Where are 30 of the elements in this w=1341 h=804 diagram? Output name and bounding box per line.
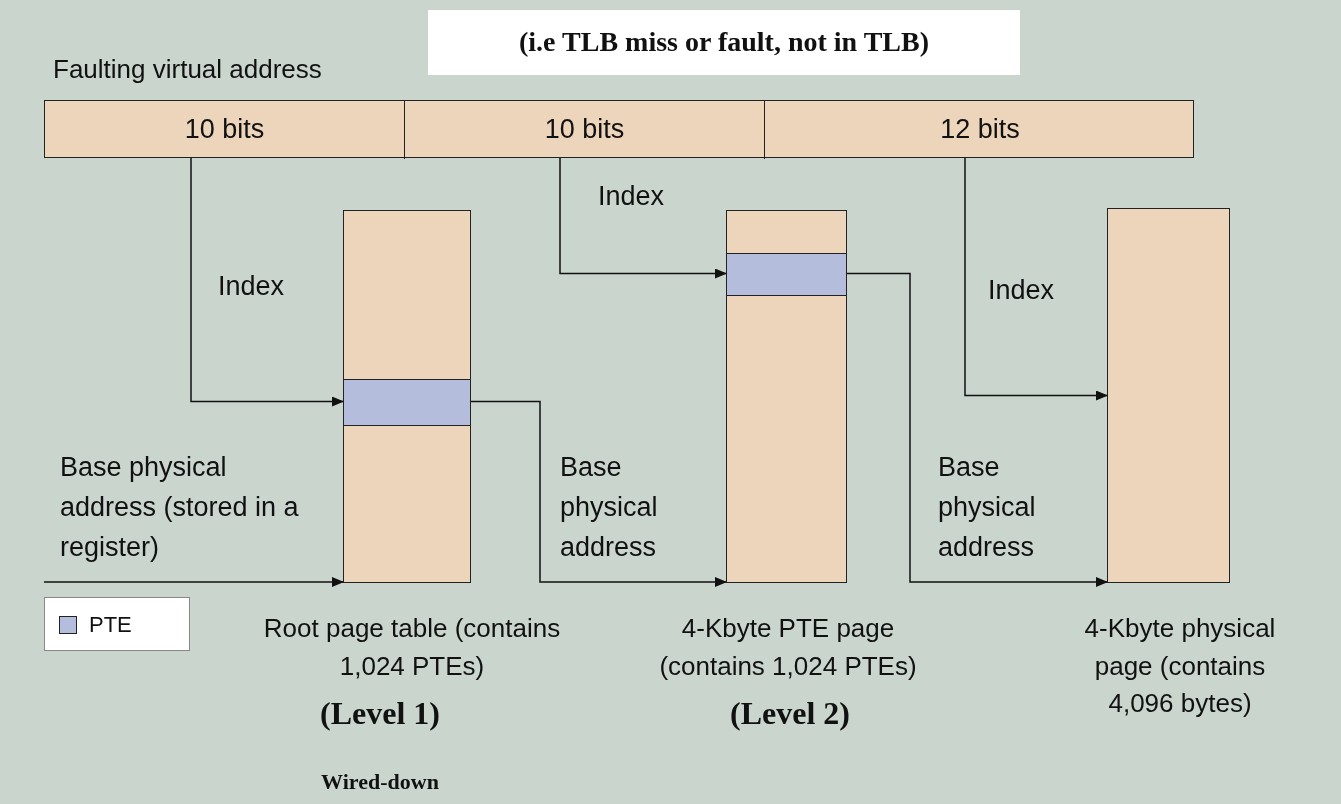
legend-label: PTE bbox=[89, 611, 132, 639]
edge-label: Index bbox=[598, 180, 666, 213]
page-table-box bbox=[343, 210, 471, 583]
page-table-box bbox=[726, 210, 847, 583]
node-label: (Level 2) bbox=[729, 694, 851, 733]
field-label: 10 bits bbox=[543, 113, 626, 146]
note-box bbox=[428, 10, 1020, 75]
page-table-box bbox=[1107, 208, 1230, 583]
heading: Faulting virtual address bbox=[53, 53, 322, 86]
pte-entry bbox=[342, 379, 471, 426]
pte-entry bbox=[725, 253, 847, 296]
node-label: 4-Kbyte PTE page (contains 1,024 PTEs) bbox=[658, 612, 918, 683]
arrow bbox=[43, 577, 344, 587]
field-label: 12 bits bbox=[939, 113, 1021, 146]
edge-label: Base physical address bbox=[560, 451, 659, 564]
arrow bbox=[559, 157, 727, 279]
arrow bbox=[964, 157, 1108, 401]
node-label: Root page table (contains 1,024 PTEs) bbox=[262, 612, 562, 683]
arrow bbox=[190, 157, 344, 407]
node-label: Wired-down bbox=[320, 768, 440, 796]
node-label: 4-Kbyte physical page (contains 4,096 bytes) bbox=[1083, 612, 1277, 721]
arrow bbox=[846, 272, 1108, 587]
edge-label: Index bbox=[988, 274, 1056, 307]
arrow bbox=[470, 400, 727, 587]
field-label: 10 bits bbox=[183, 113, 266, 146]
edge-label: Index bbox=[218, 270, 286, 303]
note-text: (i.e TLB miss or fault, not in TLB) bbox=[518, 25, 930, 59]
edge-label: Base physical address bbox=[938, 451, 1037, 564]
node-label: (Level 1) bbox=[319, 694, 441, 733]
edge-label: Base physical address (stored in a register) bbox=[60, 451, 300, 564]
